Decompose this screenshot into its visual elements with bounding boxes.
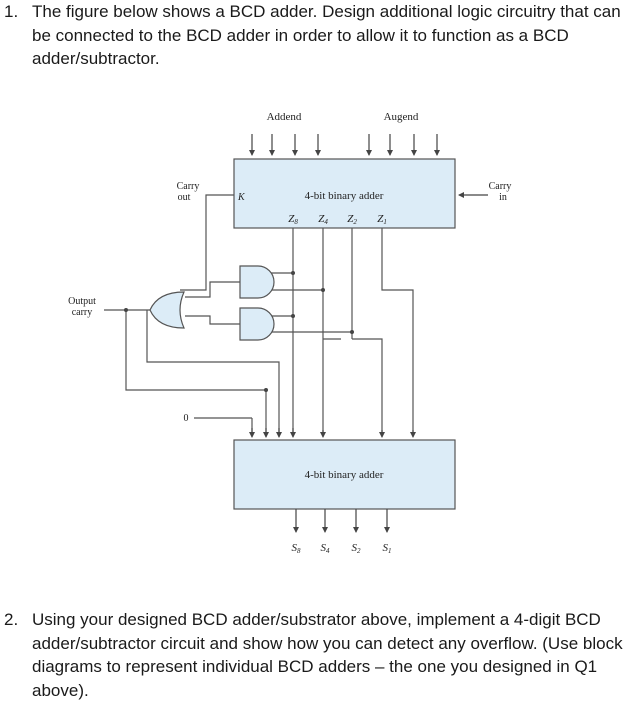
top-adder-label: 4-bit binary adder [305, 190, 384, 202]
s4-label: S4 [321, 542, 331, 555]
question-1: 1. The figure below shows a BCD adder. D… [0, 0, 641, 75]
sum-output-arrows [293, 509, 390, 533]
bottom-adder-label: 4-bit binary adder [305, 469, 384, 481]
and-gate-upper [239, 265, 275, 299]
zero-input-label: 0 [184, 413, 189, 424]
question-1-number: 1. [4, 2, 19, 21]
and-gate-lower [239, 307, 275, 341]
question-2: 2. Using your designed BCD adder/substra… [0, 608, 641, 700]
addend-label: Addend [267, 111, 302, 123]
question-1-text: The figure below shows a BCD adder. Desi… [32, 2, 621, 68]
or-gate [149, 291, 185, 329]
bottom-binary-adder-box [233, 439, 456, 510]
input-arrows [249, 134, 440, 156]
wire-junctions [124, 271, 354, 392]
bcd-adder-figure: Addend Augend K 4-bit binary adder Z8 Z4… [68, 111, 512, 555]
s1-label: S1 [383, 542, 392, 555]
z4-label: Z4 [318, 213, 328, 226]
z8-label: Z8 [288, 213, 298, 226]
s8-label: S8 [292, 542, 302, 555]
k-label: K [237, 192, 246, 203]
z1-label: Z1 [377, 213, 387, 226]
augend-label: Augend [384, 111, 419, 123]
circuit-wires [104, 194, 414, 436]
s2-label: S2 [352, 542, 362, 555]
top-binary-adder-box [233, 158, 456, 229]
question-2-number: 2. [4, 610, 19, 629]
question-2-text: Using your designed BCD adder/substrator… [32, 610, 623, 700]
bottom-input-arrows [249, 428, 416, 438]
z2-label: Z2 [347, 213, 357, 226]
